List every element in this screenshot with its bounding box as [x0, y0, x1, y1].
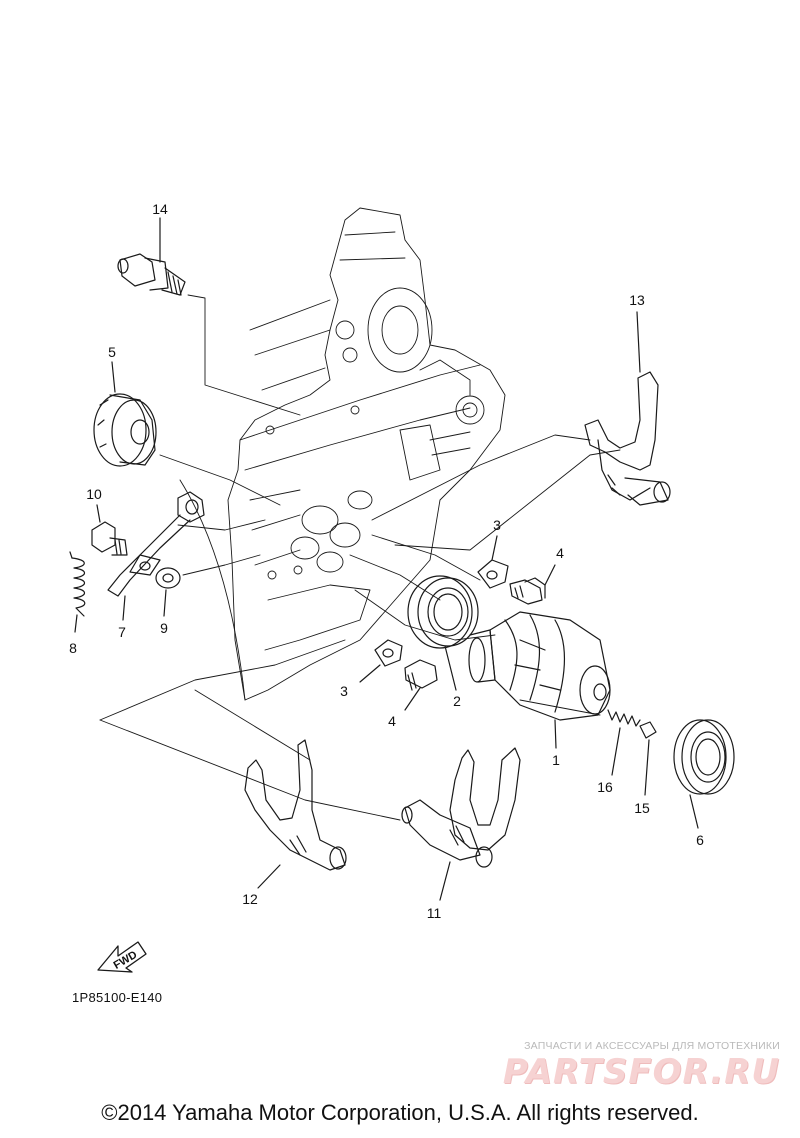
- callout-13: 13: [629, 292, 645, 308]
- part-4-bolt-upper: [509, 564, 556, 605]
- callout-5: 5: [108, 344, 116, 360]
- part-5-shift-drum-segment: [93, 361, 157, 467]
- crankcase-outline: [179, 207, 506, 701]
- callout-14: 14: [152, 201, 168, 217]
- part-9-washer: [155, 567, 181, 617]
- part-14-stopper-bolt: [117, 217, 186, 296]
- part-13-shift-fork: [584, 311, 671, 506]
- callout-3-upper: 3: [493, 517, 501, 533]
- callout-12: 12: [242, 891, 258, 907]
- leader-lines: [99, 294, 621, 821]
- callout-8: 8: [69, 640, 77, 656]
- part-10-bolt: [91, 504, 128, 556]
- callout-10: 10: [86, 486, 102, 502]
- part-8-spring: [69, 551, 86, 633]
- part-2-bearing: [407, 575, 479, 691]
- callout-16: 16: [597, 779, 613, 795]
- callout-3-lower: 3: [340, 683, 348, 699]
- copyright-notice: ©2014 Yamaha Motor Corporation, U.S.A. A…: [101, 1100, 699, 1125]
- watermark-logo: PARTSFOR.RU: [502, 1052, 780, 1092]
- diagram-code: 1P85100-E140: [72, 990, 163, 1005]
- part-3-plate-upper: [477, 535, 509, 589]
- watermark-tagline: ЗАПЧАСТИ И АКСЕССУАРЫ ДЛЯ МОТОТЕХНИКИ: [524, 1040, 780, 1052]
- callout-15: 15: [634, 800, 650, 816]
- part-16-spring: [607, 709, 641, 776]
- callout-9: 9: [160, 620, 168, 636]
- callout-1: 1: [552, 752, 560, 768]
- callout-6: 6: [696, 832, 704, 848]
- callout-11: 11: [426, 905, 442, 921]
- part-15-pin: [639, 721, 657, 796]
- watermark: ЗАПЧАСТИ И АКСЕССУАРЫ ДЛЯ МОТОТЕХНИКИ PA…: [480, 1040, 780, 1092]
- part-1-shift-drum: [468, 611, 611, 749]
- part-7-stopper-lever: [107, 491, 205, 621]
- fwd-label: FWD: [112, 949, 140, 972]
- part-6-bearing: [673, 719, 735, 829]
- part-3-plate-lower: [359, 639, 403, 683]
- part-12-shift-fork: [244, 739, 347, 889]
- callout-4-lower: 4: [388, 713, 396, 729]
- part-4-bolt-lower: [404, 659, 438, 711]
- callout-7: 7: [118, 624, 126, 640]
- callout-4-upper: 4: [556, 545, 564, 561]
- fwd-arrow-icon: FWD: [97, 941, 147, 973]
- part-11-shift-fork: [401, 747, 521, 901]
- callout-2: 2: [453, 693, 461, 709]
